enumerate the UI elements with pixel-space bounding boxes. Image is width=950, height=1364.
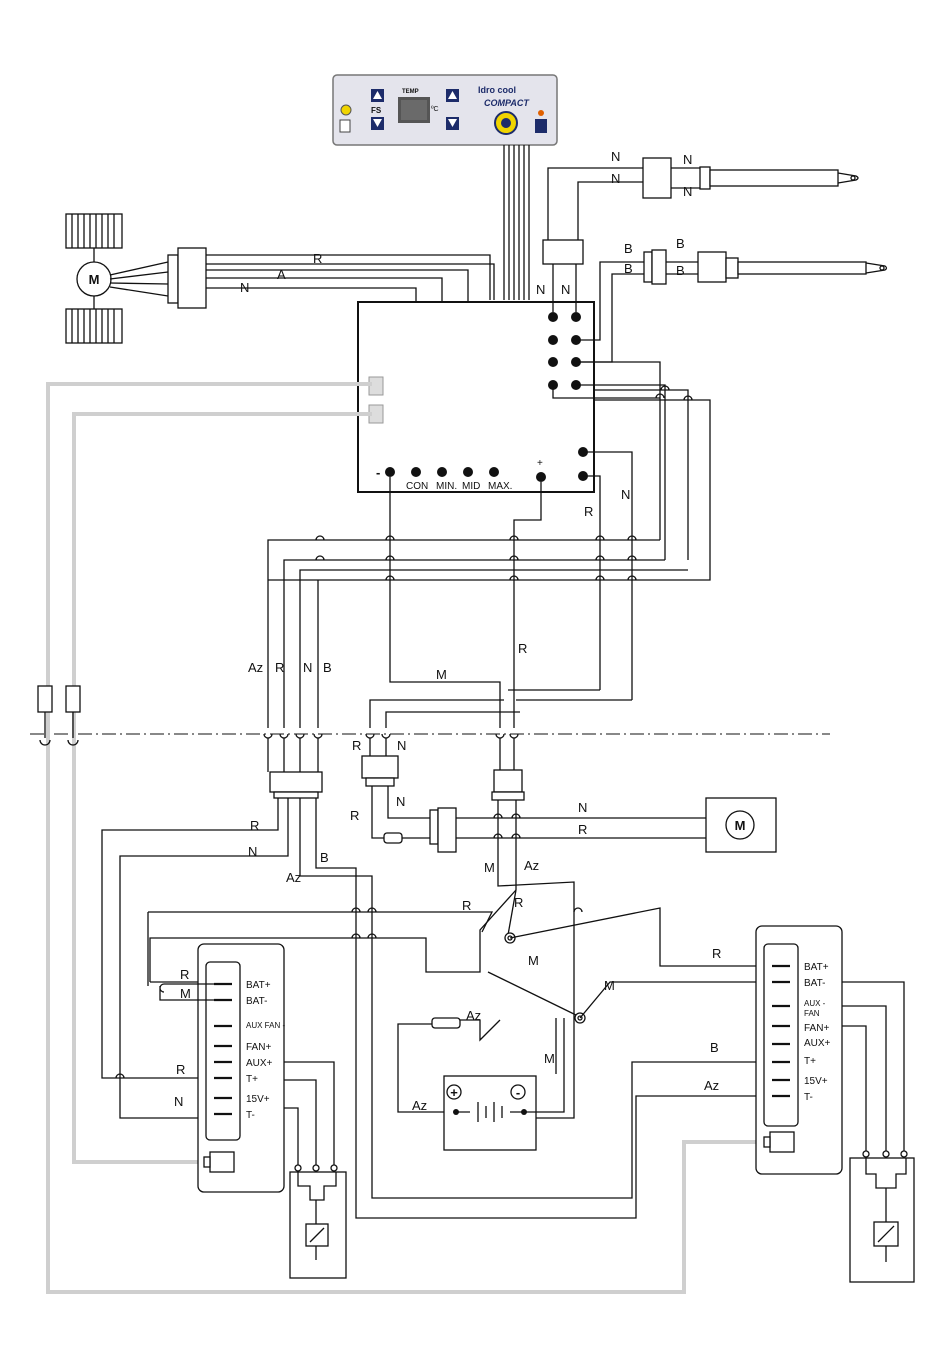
pin-label: 15V+ [246,1094,270,1105]
pin-label: T- [246,1110,255,1121]
pin-label: BAT+ [246,980,271,991]
wire-label-m: M [180,986,191,1001]
wire-label-az: Az [286,870,301,885]
pin-label: AUX - [804,999,826,1008]
relay-unit-left [290,1165,346,1278]
wire-label-b: B [320,850,329,865]
wire-label-b: B [710,1040,719,1055]
pin-label: AUX+ [246,1058,273,1069]
wire-label-n: N [536,282,545,297]
wire-label-n: N [303,660,312,675]
terminal-con: CON [406,481,428,492]
wire-label-r: R [350,808,359,823]
wire-label-az: Az [524,858,539,873]
probe-lower: B B B B [576,236,887,362]
wire-label-r: R [518,641,527,656]
battery: Az Az + - [398,1008,564,1150]
control-panel: FS TEMP ºC Idro cool COMPACT [333,75,557,145]
power-button-icon [535,119,547,133]
pin-label: BAT- [246,996,267,1007]
wire-label-n: N [561,282,570,297]
wire-label-n: N [240,280,249,295]
pin-label: AUX+ [804,1038,831,1049]
fan-motor: M [66,214,206,343]
wire-label-n: N [578,800,587,815]
wire-label-az: Az [248,660,263,675]
fs-label: FS [371,106,382,115]
wire-label-n: N [611,149,620,164]
pin-label: T- [804,1092,813,1103]
pin-label: 15V+ [804,1076,828,1087]
wire-label-n: N [397,738,406,753]
wire-label-m: M [604,978,615,993]
wire-label-r: R [462,898,471,913]
terminal-mid: MID [462,481,480,492]
fuse-icon [384,833,402,843]
brand-name: Idro cool [478,85,516,95]
wire-label-m: M [436,667,447,682]
wire-label-n: N [396,794,405,809]
control-board: - + CON MIN. MID MAX. [358,302,594,492]
minus-terminal-label: - [376,465,380,480]
wire-label-n: N [683,184,692,199]
wire-label-n: N [174,1094,183,1109]
pin-label: AUX FAN - [246,1021,285,1030]
wire-label-az: Az [412,1098,427,1113]
wire-label-n: N [248,844,257,859]
wire-label-az: Az [704,1078,719,1093]
wire-label-n: N [683,152,692,167]
wire-label-b: B [323,660,332,675]
wire-label-r: R [313,251,322,266]
battery-plus: + [450,1085,458,1100]
connector-block-right: BAT+ BAT- AUX - FAN FAN+ AUX+ T+ 15V+ T-… [704,926,904,1174]
plus-terminal-label: + [537,458,543,469]
brand-model: COMPACT [484,98,530,108]
wire-label-r: R [352,738,361,753]
wire-label-b: B [676,236,685,251]
pin-label: BAT- [804,978,825,989]
wire-label-m: M [528,953,539,968]
relay-unit-right [850,1151,914,1282]
motor-label: M [735,818,746,833]
wire-label-r: R [584,504,593,519]
wire-label-r: R [578,822,587,837]
ribbon-cable [504,145,529,300]
separation-connectors [264,734,518,738]
pin-label: FAN+ [804,1023,829,1034]
wire-label-a: A [277,267,286,282]
unit-label: ºC [431,106,439,113]
wire-label-n: N [621,487,630,502]
compressor-motor: M [706,798,776,852]
wire-label-r: R [275,660,284,675]
temp-label: TEMP [402,89,419,95]
motor-label: M [89,272,100,287]
pin-label: BAT+ [804,962,829,973]
wire-label-r: R [180,967,189,982]
wire-label-r: R [250,818,259,833]
center-connectors: R N R N N R M Az [350,738,706,890]
pin-label: FAN+ [246,1042,271,1053]
battery-minus: - [516,1085,520,1100]
wire-label-m: M [544,1051,555,1066]
wire-label-r: R [514,895,523,910]
wire-label-n: N [611,171,620,186]
terminal-max: MAX. [488,481,512,492]
wire-label-r: R [712,946,721,961]
connector-block-left: BAT+ BAT- AUX FAN - FAN+ AUX+ T+ 15V+ T-… [160,944,334,1192]
wire-label-az: Az [466,1008,481,1023]
wire-label-b: B [676,263,685,278]
wire-label-r: R [176,1062,185,1077]
fuse-icon [432,1018,460,1028]
pin-label: T+ [804,1056,816,1067]
pin-label: T+ [246,1074,258,1085]
terminal-min: MIN. [436,481,457,492]
wire-label-b: B [624,241,633,256]
pin-label: FAN [804,1009,820,1018]
probe-upper: N N N N N N [536,149,858,312]
wire-label-b: B [624,261,633,276]
wire-label-m: M [484,860,495,875]
